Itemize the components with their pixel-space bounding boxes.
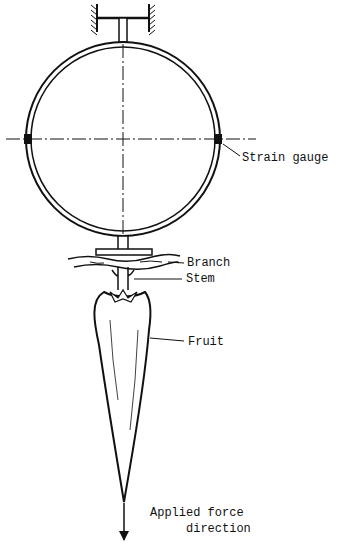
- leader-line: [134, 279, 182, 280]
- branch: [74, 262, 178, 269]
- branch-texture: [90, 261, 162, 263]
- branch: [68, 254, 180, 261]
- force-label: Applied force direction: [150, 505, 248, 537]
- strain-gauge: [24, 134, 32, 144]
- force-arrow: [123, 503, 125, 540]
- part-label: Strain gauge: [242, 150, 328, 166]
- calyx: [110, 290, 137, 302]
- part-label: Stem: [186, 271, 215, 287]
- leader-line: [168, 262, 184, 263]
- leader-line: [150, 338, 184, 341]
- center-line: [123, 44, 124, 236]
- fruit: [94, 292, 150, 502]
- part-label: Fruit: [188, 334, 224, 350]
- holder-post: [119, 18, 127, 42]
- clamp-plate: [96, 249, 152, 255]
- strain-gauge: [214, 134, 222, 144]
- ring-post: [118, 236, 128, 250]
- fruit-crease: [110, 320, 138, 430]
- leader-line: [223, 144, 240, 156]
- stem: [112, 267, 134, 290]
- part-label: Branch: [187, 255, 230, 271]
